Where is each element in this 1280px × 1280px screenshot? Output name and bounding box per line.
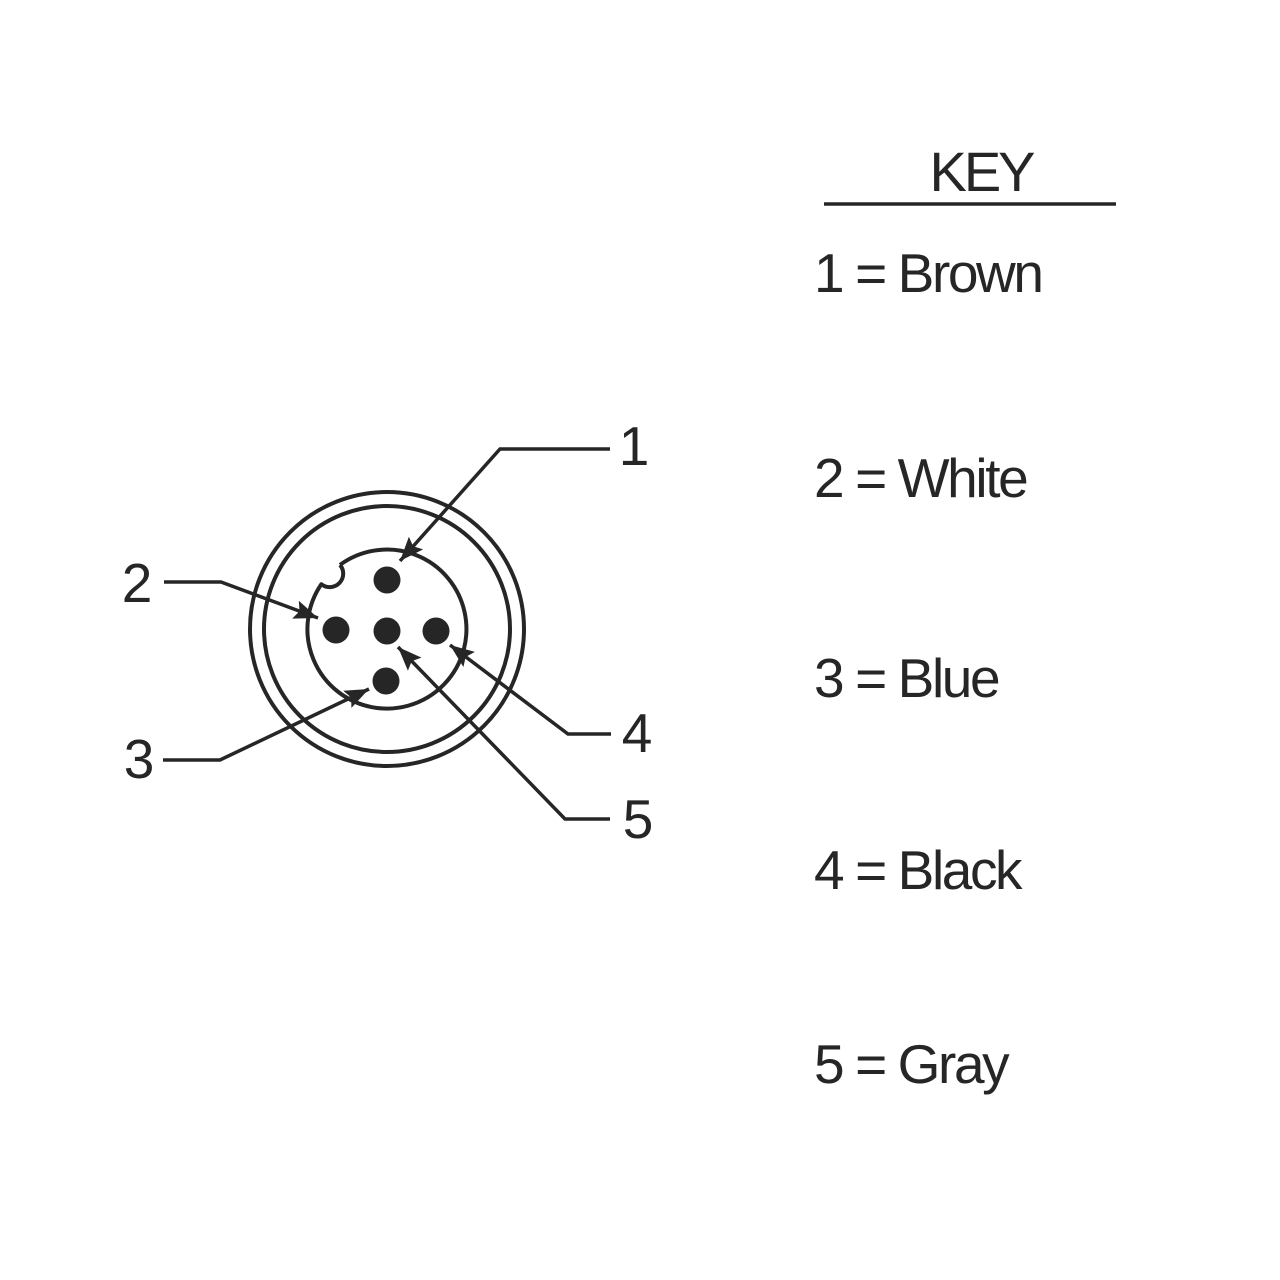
- pin-5-dot: [373, 617, 401, 645]
- leader-arrowhead-1: [400, 536, 424, 561]
- leader-arrowhead-5: [398, 647, 422, 671]
- leader-arrowhead-2: [292, 600, 318, 619]
- key-title: KEY: [929, 140, 1035, 203]
- leader-arrowhead-4: [450, 645, 475, 667]
- pin-1-dot: [373, 566, 401, 594]
- key-entry-2: 2 = White: [814, 447, 1027, 509]
- connector-keyway-circle: [305, 547, 469, 711]
- pin-4-number-label: 4: [622, 702, 653, 764]
- key-entry-4: 4 = Black: [814, 839, 1023, 901]
- pin-5-number-label: 5: [623, 788, 654, 850]
- pin-2-number-label: 2: [122, 552, 153, 614]
- key-entry-5: 5 = Gray: [814, 1033, 1010, 1095]
- pin-2-dot: [322, 616, 350, 644]
- key-entry-3: 3 = Blue: [814, 647, 999, 709]
- leader-line-3: [163, 687, 370, 762]
- key-panel: KEY 1 = Brown 2 = White 3 = Blue 4 = Bla…: [814, 140, 1116, 1095]
- connector-diagram: 1 2 3 4 5: [122, 415, 654, 850]
- leader-line-2: [164, 580, 319, 620]
- pin-3-number-label: 3: [124, 728, 155, 790]
- key-entry-1: 1 = Brown: [814, 242, 1042, 304]
- leader-arrowhead-3: [343, 689, 369, 708]
- pin-1-number-label: 1: [619, 415, 650, 477]
- pin-3-dot: [372, 667, 400, 695]
- pin-4-dot: [422, 617, 450, 645]
- connector-middle-ring: [262, 504, 512, 754]
- leader-line-4: [448, 643, 611, 736]
- leader-line-1: [398, 447, 610, 563]
- connector-outer-ring: [248, 490, 526, 768]
- leader-line-5: [396, 645, 610, 821]
